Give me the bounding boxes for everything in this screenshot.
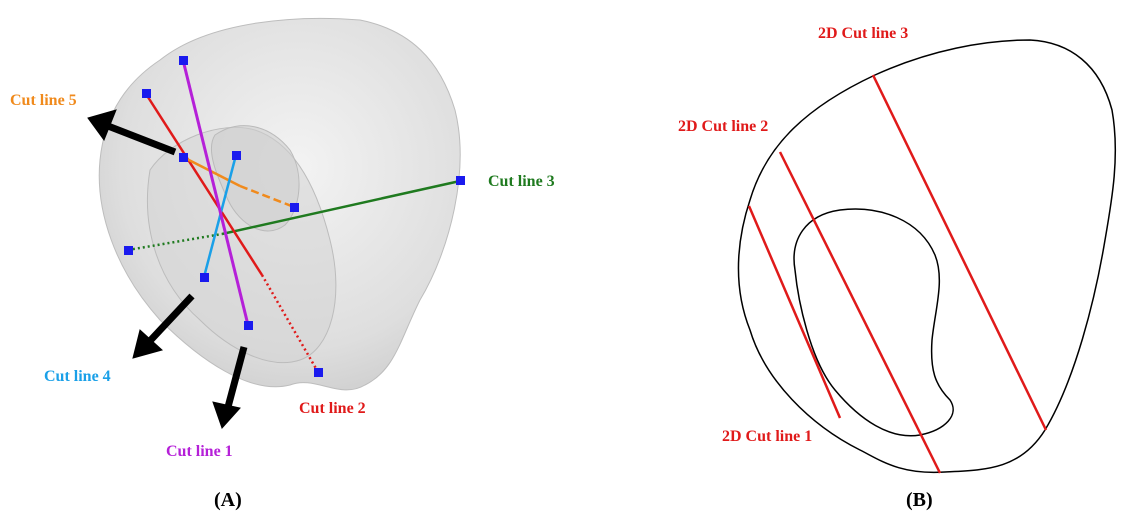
label-cut-line-5: Cut line 5 (10, 92, 77, 109)
2d-cut-line-3 (873, 75, 1046, 430)
caption-b: (B) (906, 489, 933, 511)
marker (200, 273, 209, 282)
marker (179, 56, 188, 65)
marker (232, 151, 241, 160)
marker (244, 321, 253, 330)
inner-outline (794, 209, 953, 436)
marker (142, 89, 151, 98)
arrowhead-icon (213, 402, 240, 428)
marker (290, 203, 299, 212)
caption-a: (A) (214, 489, 242, 511)
marker (314, 368, 323, 377)
label-2d-cut-line-3: 2D Cut line 3 (818, 25, 908, 42)
label-2d-cut-line-1: 2D Cut line 1 (722, 428, 812, 445)
2d-cut-line-2 (780, 152, 940, 473)
label-cut-line-1: Cut line 1 (166, 443, 233, 460)
panel-a: Cut line 5 Cut line 3 Cut line 4 Cut lin… (10, 18, 555, 511)
label-cut-line-4: Cut line 4 (44, 368, 111, 385)
marker (124, 246, 133, 255)
label-2d-cut-line-2: 2D Cut line 2 (678, 118, 768, 135)
panel-b: 2D Cut line 3 2D Cut line 2 2D Cut line … (678, 25, 1115, 511)
outer-outline (738, 40, 1115, 472)
label-cut-line-3: Cut line 3 (488, 173, 555, 190)
label-cut-line-2: Cut line 2 (299, 400, 366, 417)
marker (456, 176, 465, 185)
2d-cut-line-1 (749, 206, 840, 418)
marker (179, 153, 188, 162)
